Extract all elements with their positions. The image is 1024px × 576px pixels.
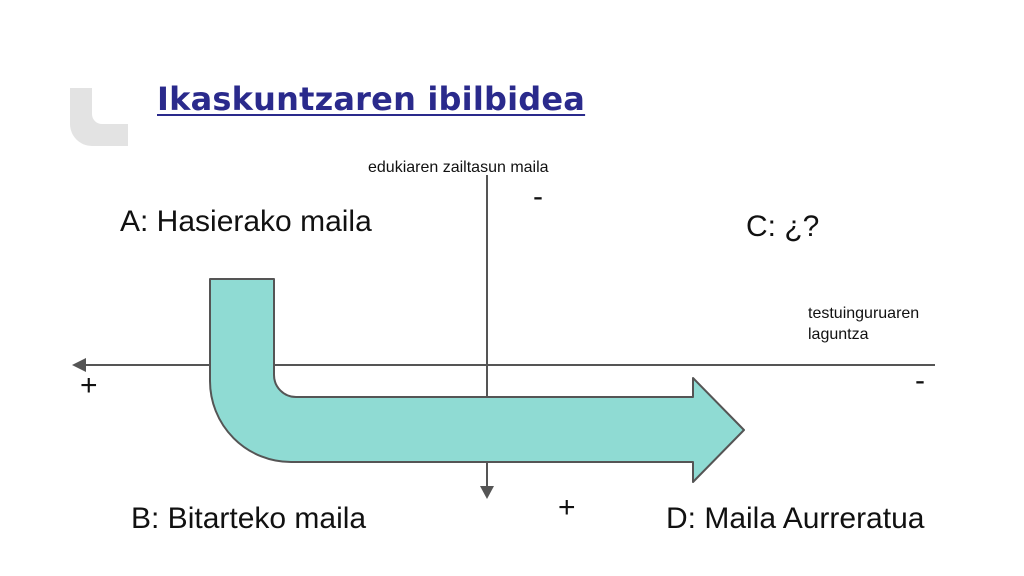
vertical-axis-arrowhead: [480, 486, 494, 499]
y-axis-bottom-sign: +: [558, 491, 576, 524]
horizontal-axis-arrowhead: [72, 358, 86, 372]
decorative-corner-shape: [70, 88, 128, 146]
quadrant-d-label: D: Maila Aurreratua: [666, 502, 925, 535]
slide-title: Ikaskuntzaren ibilbidea: [157, 80, 586, 118]
x-axis-right-sign: -: [915, 364, 925, 397]
learning-path-arrow: [209, 278, 745, 483]
y-axis-label: edukiaren zailtasun maila: [368, 159, 549, 176]
quadrant-c-label: C: ¿?: [746, 210, 820, 243]
x-axis-label-line-2: laguntza: [808, 326, 869, 343]
quadrant-b-label: B: Bitarteko maila: [131, 502, 367, 535]
quadrant-a-label: A: Hasierako maila: [120, 205, 372, 238]
y-axis-top-sign: -: [533, 180, 543, 213]
x-axis-left-sign: +: [80, 369, 98, 402]
x-axis-label-line-1: testuinguruaren: [808, 305, 920, 322]
x-axis-label: testuinguruaren laguntza: [808, 303, 919, 345]
